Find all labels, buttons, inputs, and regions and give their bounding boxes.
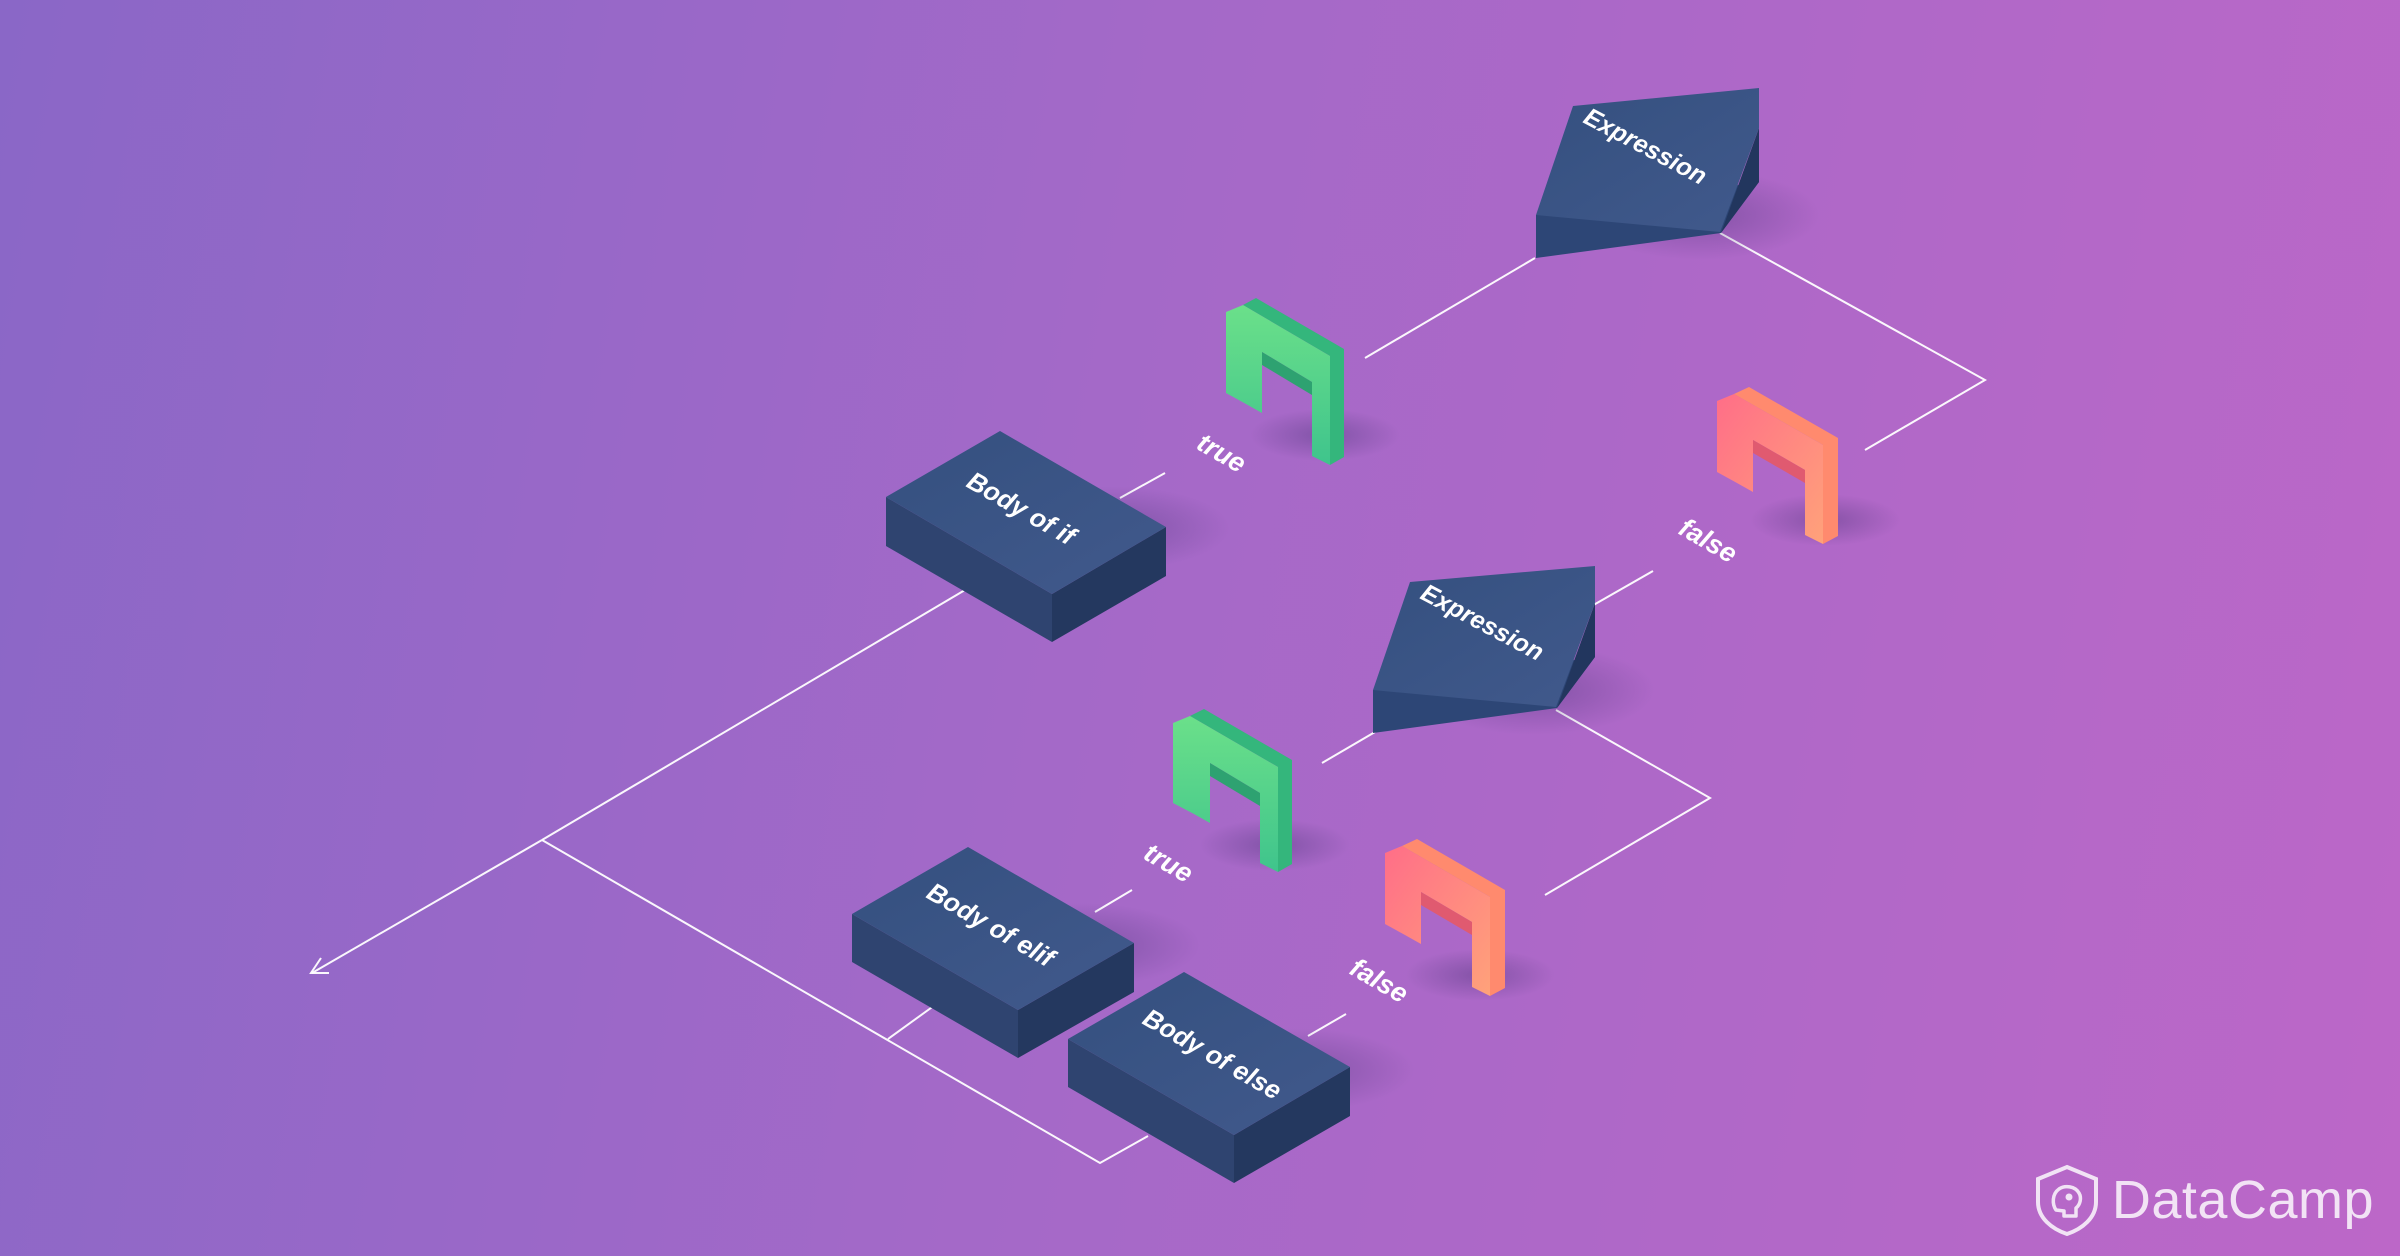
expression-node-2: Expression	[1373, 566, 1655, 735]
true-gate-1	[1226, 298, 1400, 465]
false-gate-1	[1717, 387, 1900, 546]
datacamp-logo-icon	[2035, 1164, 2098, 1236]
false-label-2: false	[1345, 952, 1413, 1009]
true-gate-2	[1173, 709, 1350, 872]
line-merge-bracket	[541, 839, 1149, 1165]
body-of-else-node: Body of else	[1068, 972, 1415, 1183]
body-of-elif-node: Body of elif	[852, 847, 1200, 1058]
datacamp-brand: DataCamp	[2034, 1164, 2374, 1236]
line-expr2-true2	[1321, 731, 1376, 764]
line-bodyif-exit	[541, 589, 966, 841]
line-false1-expr2	[1589, 570, 1654, 608]
line-expr1-true1	[1364, 257, 1536, 359]
false-label-1: false	[1674, 512, 1742, 569]
brand-name: DataCamp	[2111, 1170, 2374, 1230]
body-of-if-node: Body of if	[886, 431, 1230, 642]
line-expr2-false2	[1544, 709, 1712, 896]
line-expr1-false1	[1719, 232, 1988, 451]
line-exit-arrow	[311, 839, 543, 974]
true-label-1: true	[1192, 427, 1251, 478]
flow-lines	[309, 232, 1988, 1165]
exit-arrowhead	[309, 957, 329, 974]
expression-node-1: Expression	[1536, 88, 1820, 260]
false-gate-2	[1385, 839, 1555, 1001]
line-bodyelif-exit	[887, 1004, 936, 1040]
true-label-2: true	[1139, 837, 1198, 888]
